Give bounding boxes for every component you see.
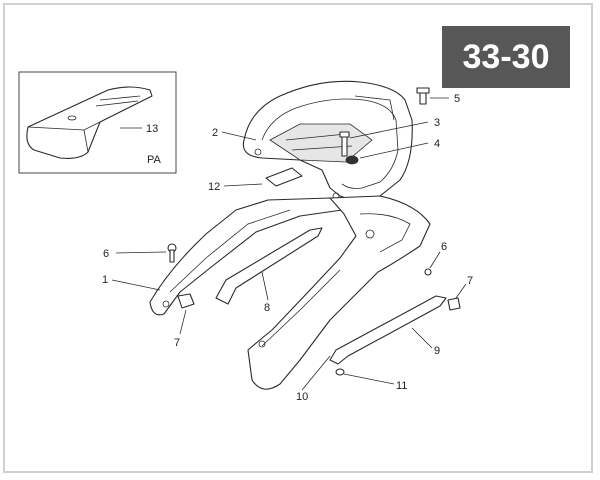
inset-seat-cover: 13 PA [18,71,177,174]
left-strip-8 [215,227,323,305]
screw-6-right [424,251,441,276]
clip-7-right [447,283,467,311]
callout-8: 8 [264,302,270,314]
screw-6-left [115,243,177,263]
right-strip-9 [329,295,447,365]
callout-9: 9 [434,345,440,357]
callout-11: 11 [396,380,407,392]
callout-12: 12 [208,181,220,193]
bolt-3 [339,121,429,157]
callout-5: 5 [454,93,460,105]
callout-13: 13 [146,123,158,135]
callout-1: 1 [102,274,108,286]
bolt-5 [416,87,449,105]
nut-4 [345,142,429,165]
callout-3: 3 [434,117,440,129]
callout-2: 2 [212,127,218,139]
tail-fairing [247,195,431,390]
callout-7-left: 7 [174,337,180,349]
page-code-badge: 33-30 [442,26,570,88]
rear-rack [242,80,413,201]
callout-10: 10 [296,391,308,403]
callout-6-right: 6 [441,241,447,253]
inset-label: PA [147,154,162,166]
clip-7-left [177,293,195,335]
callout-7-right: 7 [467,275,473,287]
callout-6-left: 6 [103,248,109,260]
nut-11 [335,368,395,385]
plate-12 [223,167,303,187]
callout-4: 4 [434,138,440,150]
